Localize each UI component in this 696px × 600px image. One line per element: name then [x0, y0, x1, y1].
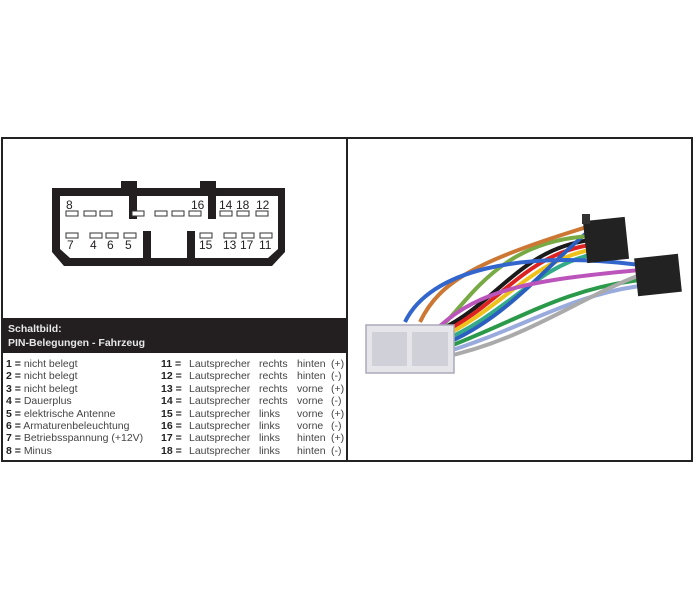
list-item: 8 = Minus	[6, 445, 143, 457]
pin-desc: vorne	[297, 395, 324, 408]
list-item: 15 = Lautsprecher links vorne (+)	[161, 408, 347, 420]
pin-desc: hinten	[297, 358, 326, 370]
list-item: 12 = Lautsprecher rechts hinten (-)	[161, 370, 347, 382]
pin-number: 2 =	[6, 370, 21, 383]
pin-label: 13	[223, 238, 237, 252]
pin-label: 12	[256, 198, 270, 212]
pin-desc: links	[259, 444, 281, 457]
pin-desc: Dauerplus	[23, 395, 72, 408]
list-item: 14 = Lautsprecher rechts vorne (-)	[161, 395, 347, 407]
pin-desc: (-)	[331, 395, 342, 408]
pin-desc: nicht belegt	[23, 358, 78, 370]
pin-desc: vorne	[297, 407, 324, 420]
list-item: 11 = Lautsprecher rechts hinten (+)	[161, 358, 347, 370]
pin-desc: Lautsprecher	[189, 395, 251, 408]
pin-label: 6	[107, 238, 114, 252]
pin-desc: (-)	[331, 370, 342, 383]
pin-desc: hinten	[297, 370, 326, 383]
list-item: 5 = elektrische Antenne	[6, 408, 143, 420]
wire-harness-photo	[403, 224, 641, 360]
pin-desc: rechts	[259, 358, 288, 370]
pin-desc: Betriebsspannung (+12V)	[23, 432, 144, 445]
pin-label: 8	[66, 198, 73, 212]
pin-label: 5	[125, 238, 132, 252]
pin-label: 11	[259, 238, 272, 252]
pin-label: 17	[240, 238, 254, 252]
pin-desc: links	[259, 419, 281, 432]
pin-desc: links	[259, 432, 281, 445]
pin-list-right: 11 = Lautsprecher rechts hinten (+) 12 = Lauts…	[161, 358, 347, 457]
pin-desc: Minus	[23, 444, 52, 457]
list-item: 13 = Lautsprecher rechts vorne (+)	[161, 383, 347, 395]
pin-desc: Lautsprecher	[189, 358, 251, 370]
list-item: 3 = nicht belegt	[6, 383, 143, 395]
pin-desc: hinten	[297, 444, 326, 457]
pin-number: 12 =	[161, 370, 182, 383]
pin-desc: hinten	[297, 432, 326, 445]
pin-number: 7 =	[6, 432, 21, 445]
list-item: 4 = Dauerplus	[6, 395, 143, 407]
pin-desc: links	[259, 407, 281, 420]
pin-number: 6 =	[6, 419, 21, 432]
pin-number: 3 =	[6, 382, 21, 395]
list-item: 16 = Lautsprecher links vorne (-)	[161, 420, 347, 432]
pin-desc: vorne	[297, 419, 324, 432]
pin-number: 11 =	[161, 358, 182, 370]
pin-desc: Lautsprecher	[189, 419, 251, 432]
list-item: 1 = nicht belegt	[6, 358, 143, 370]
list-item: 18 = Lautsprecher links hinten (-)	[161, 445, 347, 457]
list-item: 2 = nicht belegt	[6, 370, 143, 382]
pin-number: 5 =	[6, 407, 21, 420]
pin-desc: rechts	[259, 382, 288, 395]
pin-desc: (+)	[331, 382, 345, 395]
pin-label: 18	[236, 198, 250, 212]
iso-connector-icon	[582, 214, 682, 297]
pin-desc: nicht belegt	[23, 370, 78, 383]
pin-desc: (-)	[331, 444, 342, 457]
pin-number: 18 =	[161, 444, 182, 457]
pin-desc: elektrische Antenne	[23, 407, 116, 420]
pin-number: 17 =	[161, 432, 182, 445]
pin-desc: vorne	[297, 382, 324, 395]
pin-label: 16	[191, 198, 205, 212]
pin-number: 1 =	[6, 358, 21, 370]
pin-desc: (+)	[331, 432, 345, 445]
list-item: 7 = Betriebsspannung (+12V)	[6, 432, 143, 444]
pin-number: 4 =	[6, 395, 21, 408]
pin-label: 7	[67, 238, 74, 252]
pin-desc: Lautsprecher	[189, 444, 251, 457]
pin-desc: (-)	[331, 419, 342, 432]
pin-desc: (+)	[331, 407, 345, 420]
pin-desc: Lautsprecher	[189, 432, 251, 445]
pin-number: 8 =	[6, 444, 21, 457]
pin-number: 14 =	[161, 395, 182, 408]
pin-label: 4	[90, 238, 97, 252]
header-title: Schaltbild:	[8, 323, 62, 335]
connector-outline	[52, 181, 285, 266]
pin-list-left: 1 = nicht belegt 2 = nicht belegt 3 = ni…	[6, 358, 143, 457]
pin-desc: Armaturenbeleuchtung	[23, 419, 130, 432]
header-subtitle: PIN-Belegungen - Fahrzeug	[8, 337, 146, 349]
pin-desc: Lautsprecher	[189, 407, 251, 420]
list-item: 6 = Armaturenbeleuchtung	[6, 420, 143, 432]
schematic-header: Schaltbild: PIN-Belegungen - Fahrzeug	[3, 318, 346, 353]
pin-desc: rechts	[259, 370, 288, 383]
pin-desc: nicht belegt	[23, 382, 78, 395]
vehicle-connector-icon	[365, 324, 455, 374]
pin-label: 15	[199, 238, 213, 252]
pin-number: 13 =	[161, 382, 182, 395]
pin-desc: Lautsprecher	[189, 382, 251, 395]
pin-desc: (+)	[331, 358, 345, 370]
list-item: 17 = Lautsprecher links hinten (+)	[161, 432, 347, 444]
pin-desc: rechts	[259, 395, 288, 408]
pin-label: 14	[219, 198, 233, 212]
pin-number: 15 =	[161, 407, 182, 420]
pin-desc: Lautsprecher	[189, 370, 251, 383]
panel-divider	[346, 137, 348, 462]
pin-number: 16 =	[161, 419, 182, 432]
